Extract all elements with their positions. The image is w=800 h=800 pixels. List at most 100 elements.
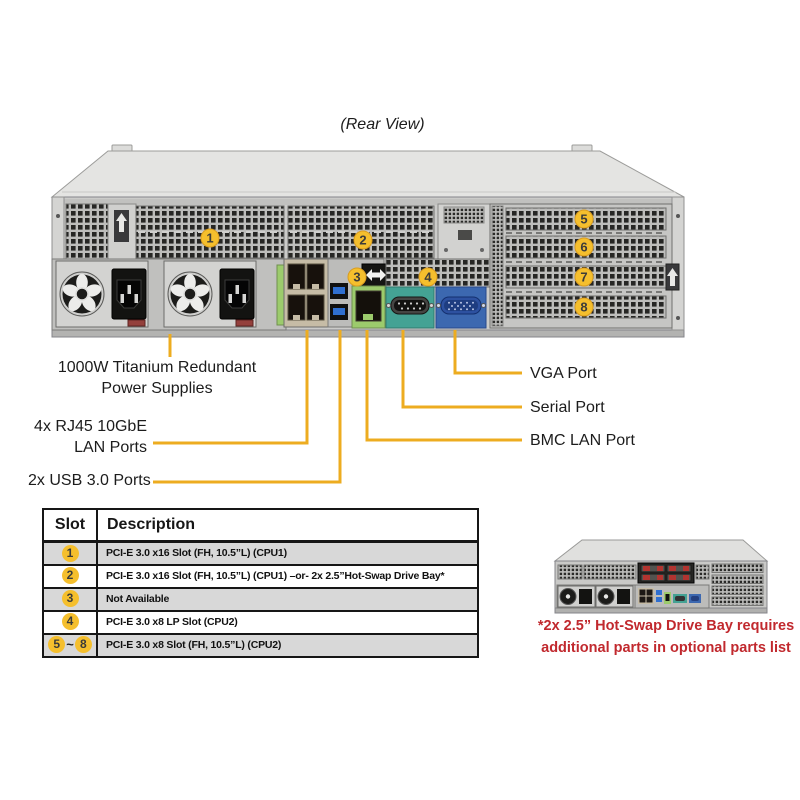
slot-description: PCI-E 3.0 x8 LP Slot (CPU2) [96, 609, 479, 635]
callout-lines [153, 330, 522, 484]
table-row: 3 Not Available [42, 586, 479, 612]
table-row: 2 PCI-E 3.0 x16 Slot (FH, 10.5”L) (CPU1) … [42, 563, 479, 589]
label-vga-port: VGA Port [530, 365, 597, 382]
label-line: 4x RJ45 10GbE [34, 418, 147, 435]
mount-ear-left [51, 196, 65, 260]
slot-badge: 8 [74, 636, 92, 654]
callout-badge-5: 5 [574, 209, 594, 229]
mini-io-ports [634, 584, 710, 609]
callout-badge-1: 1 [200, 228, 220, 248]
left-right-arrow-icon [366, 269, 386, 281]
vent-grille-left [65, 203, 109, 260]
hot-swap-drive-bay [637, 562, 695, 584]
slot-badge: 1 [61, 544, 79, 562]
label-serial-port: Serial Port [530, 399, 605, 416]
serial-port [385, 286, 435, 329]
svg-text:5: 5 [580, 212, 587, 227]
mini-grille [557, 564, 583, 580]
psu-release-latch [235, 319, 254, 327]
callout-badge-6: 6 [574, 237, 594, 257]
slot-cell: 4 [42, 609, 98, 635]
callout-badge-8: 8 [574, 297, 594, 317]
tilde-separator: ~ [66, 637, 74, 653]
note-line: additional parts in optional parts list [541, 639, 791, 656]
power-supply-1 [55, 260, 149, 328]
screw [480, 248, 484, 252]
mini-slot-grille [711, 574, 764, 584]
vent-grille-mid [385, 258, 491, 288]
slot-badge: 3 [61, 590, 79, 608]
slot-cell: 1 [42, 540, 98, 566]
callout-badge-4: 4 [418, 267, 438, 287]
screw-hole [676, 214, 680, 218]
label-line: LAN Ports [74, 439, 147, 456]
callout-badge-7: 7 [574, 267, 594, 287]
callout-line-bmc [365, 330, 522, 442]
power-supply-2 [163, 260, 257, 328]
svg-text:3: 3 [353, 270, 360, 285]
mini-grille [583, 564, 637, 580]
bracket-strip [491, 205, 504, 327]
mini-lid [553, 539, 769, 562]
label-line: 1000W Titanium Redundant [57, 359, 257, 376]
mini-grille [695, 564, 710, 580]
screw-hole [56, 214, 60, 218]
callout-badge-3: 3 [347, 267, 367, 287]
slot-badge: 2 [61, 567, 79, 585]
slot-description: PCI-E 3.0 x16 Slot (FH, 10.5”L) (CPU1) [96, 540, 479, 566]
server-lid [50, 150, 685, 198]
rj45-port-cluster [283, 258, 329, 328]
slot-badge: 5 [48, 636, 66, 654]
mini-psus [556, 584, 636, 609]
label-power-supplies: 1000W Titanium Redundant Power Supplies [50, 357, 264, 399]
psu-release-latch [127, 319, 146, 327]
slot-description: Not Available [96, 586, 479, 612]
note-line: *2x 2.5” Hot-Swap Drive Bay requires [537, 618, 795, 634]
mini-slot-grille [711, 563, 764, 573]
mini-server-illustration [553, 539, 769, 614]
up-arrow-icon [667, 268, 678, 286]
up-arrow-icon [116, 213, 127, 232]
svg-text:1: 1 [206, 231, 213, 246]
slot-table-header: Slot Description [42, 508, 479, 543]
screw [444, 248, 448, 252]
vga-port [435, 286, 487, 329]
callout-badges: 1 2 3 4 5 6 7 8 [200, 209, 594, 317]
slot-description: PCI-E 3.0 x8 Slot (FH, 10.5”L) (CPU2) [96, 632, 479, 658]
slot-cell: 5~8 [42, 632, 98, 658]
slot-cell: 2 [42, 563, 98, 589]
bmc-lan-port [351, 285, 386, 329]
riser-vent [443, 206, 485, 224]
svg-text:6: 6 [580, 240, 587, 255]
callout-line-usb [153, 330, 342, 484]
slot-description: PCI-E 3.0 x16 Slot (FH, 10.5”L) (CPU1) –… [96, 563, 479, 589]
slot-cell: 3 [42, 586, 98, 612]
header-description: Description [96, 508, 479, 543]
mini-slot-grille [711, 585, 764, 595]
label-lan-ports: 4x RJ45 10GbE LAN Ports [28, 416, 147, 458]
label-bmc-lan-port: BMC LAN Port [530, 432, 635, 449]
svg-text:2: 2 [359, 233, 366, 248]
psu-status-strip [276, 264, 285, 326]
callout-line-lan [153, 330, 309, 445]
callout-line-serial [401, 330, 522, 409]
svg-text:4: 4 [424, 270, 432, 285]
label-usb-ports: 2x USB 3.0 Ports [28, 472, 151, 489]
callout-badge-2: 2 [353, 230, 373, 250]
riser-latch [458, 230, 472, 240]
table-row: 1 PCI-E 3.0 x16 Slot (FH, 10.5”L) (CPU1) [42, 540, 479, 566]
drive-bay-note: *2x 2.5” Hot-Swap Drive Bay requires add… [528, 616, 800, 659]
top-vent-strip [62, 199, 674, 205]
mini-slot-grille [711, 596, 764, 606]
svg-text:8: 8 [580, 300, 587, 315]
callout-line-vga [453, 330, 522, 375]
svg-text:7: 7 [580, 270, 587, 285]
screw-hole [676, 316, 680, 320]
figure-title: (Rear View) [340, 116, 425, 133]
